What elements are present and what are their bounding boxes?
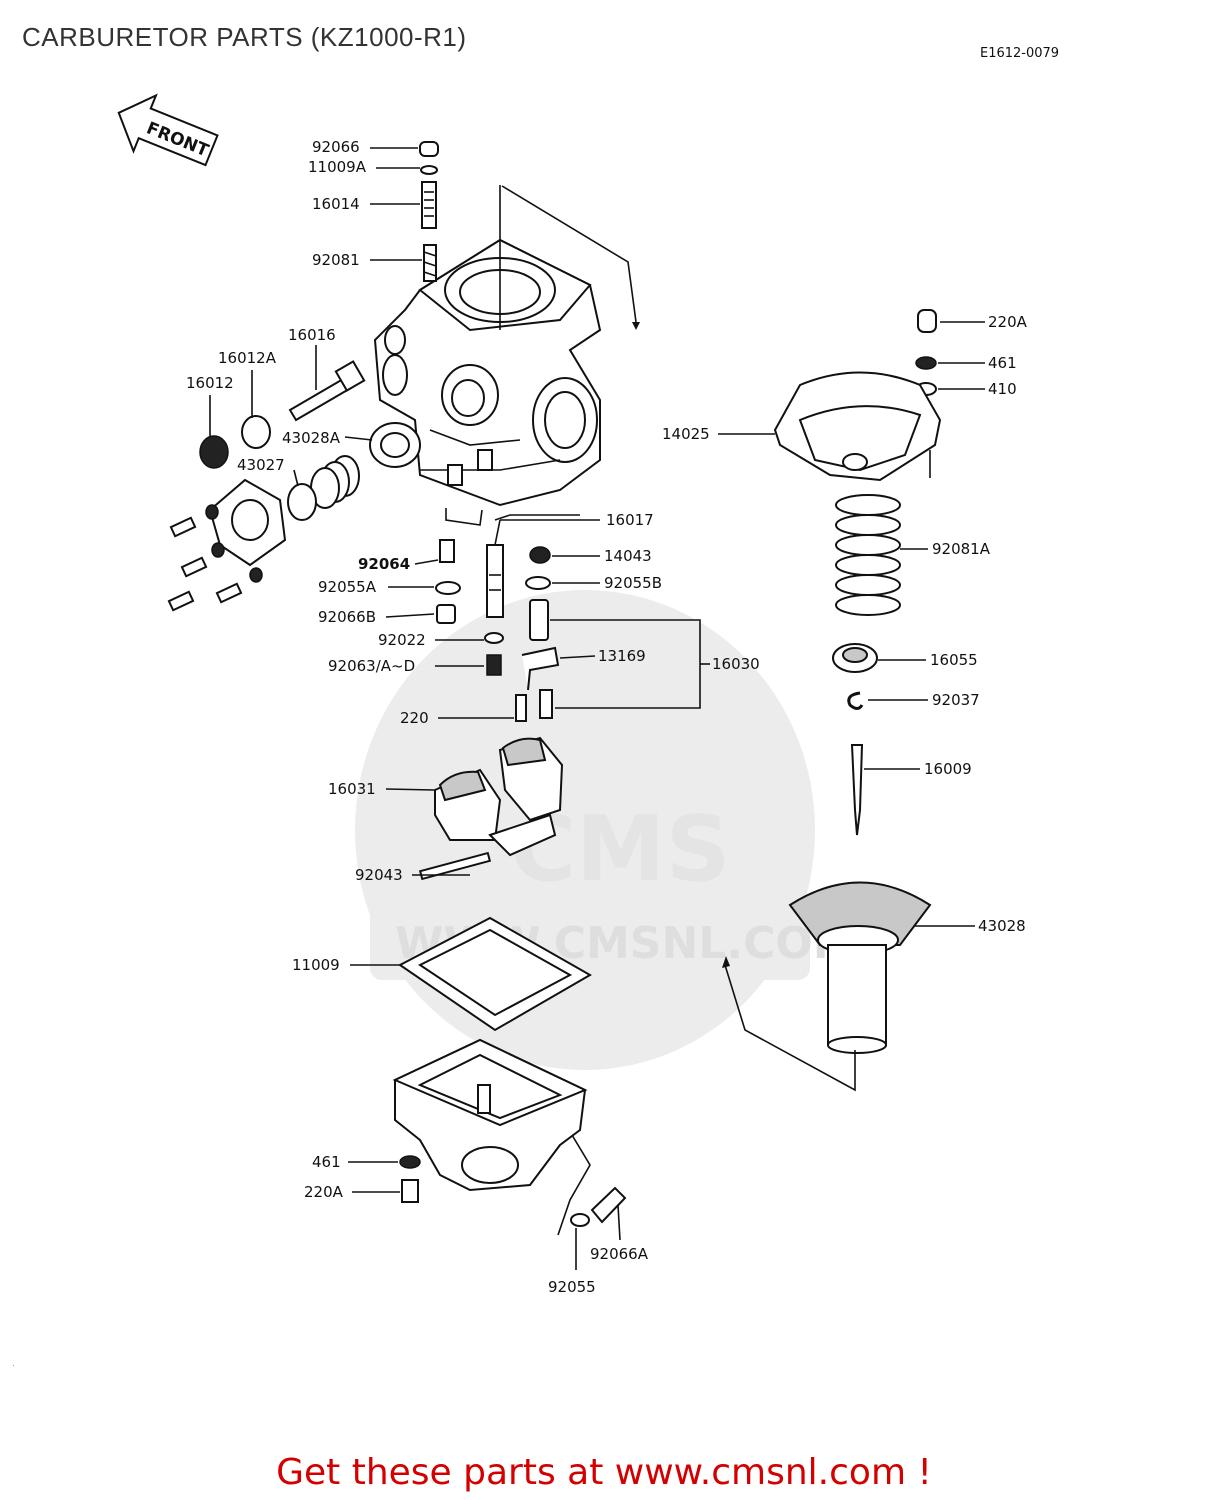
part-16012A-screw xyxy=(241,415,271,449)
part-92055B-oring xyxy=(525,576,551,590)
label-11009A: 11009A xyxy=(308,158,367,176)
label-16012: 16012 xyxy=(186,374,234,392)
part-461-washer-b xyxy=(399,1155,421,1169)
part-92066A-plug xyxy=(590,1186,627,1224)
part-16031-float xyxy=(434,736,564,857)
part-92063-jet xyxy=(486,654,502,676)
label-16012A: 16012A xyxy=(218,349,277,367)
label-14025: 14025 xyxy=(662,425,710,443)
part-92037-clip xyxy=(847,691,864,710)
part-14025-top-cover xyxy=(773,371,942,482)
label-92066: 92066 xyxy=(312,138,360,156)
part-92064-jet xyxy=(439,539,455,563)
part-11009A-oring xyxy=(420,165,438,175)
drain-ref-line xyxy=(557,1134,591,1236)
label-220A-bottom: 220A xyxy=(304,1183,344,1201)
part-needle-valve-seat xyxy=(529,599,549,641)
label-92081: 92081 xyxy=(312,251,360,269)
part-43027-ring xyxy=(287,483,317,521)
page-title: CARBURETOR PARTS (KZ1000-R1) xyxy=(22,22,467,52)
part-16014-screw xyxy=(421,181,437,229)
part-92055A-oring xyxy=(435,581,461,595)
label-92055B: 92055B xyxy=(604,574,662,592)
label-92055: 92055 xyxy=(548,1278,596,1296)
float-bowl xyxy=(392,1038,588,1192)
part-92066-cap xyxy=(419,141,439,157)
part-16009-needle xyxy=(850,744,864,836)
ref-line-jet xyxy=(494,514,580,521)
label-220A: 220A xyxy=(988,313,1028,331)
label-16017: 16017 xyxy=(606,511,654,529)
ref-line-arrow xyxy=(501,185,637,323)
label-92064: 92064 xyxy=(358,555,410,573)
part-220A-screw xyxy=(917,309,937,333)
leader-lines xyxy=(209,147,985,1270)
label-14043: 14043 xyxy=(604,547,652,565)
label-461: 461 xyxy=(988,354,1017,372)
label-16014: 16014 xyxy=(312,195,360,213)
front-arrow-badge: FRONT xyxy=(117,93,219,167)
part-float-needle xyxy=(539,689,553,719)
label-16030: 16030 xyxy=(712,655,760,673)
carburetor-body xyxy=(373,238,602,507)
part-14043-jet xyxy=(529,546,551,564)
label-43028A: 43028A xyxy=(282,429,341,447)
part-43028-diaphragm-piston xyxy=(788,881,932,1054)
label-16031: 16031 xyxy=(328,780,376,798)
piston-ref-arrowhead xyxy=(722,956,730,968)
part-92022-washer xyxy=(484,632,504,644)
piston-ref-line xyxy=(724,964,856,1092)
label-16009: 16009 xyxy=(924,760,972,778)
part-13169-clip xyxy=(521,646,560,691)
label-92037: 92037 xyxy=(932,691,980,709)
part-220A-screw-b xyxy=(401,1179,419,1203)
diagram-code: E1612-0079 xyxy=(980,46,1060,61)
label-92063: 92063/A~D xyxy=(328,657,415,675)
label-461-bottom: 461 xyxy=(312,1153,341,1171)
label-220: 220 xyxy=(400,709,429,727)
label-92043: 92043 xyxy=(355,866,403,884)
label-92022: 92022 xyxy=(378,631,426,649)
label-92055A: 92055A xyxy=(318,578,377,596)
label-43027: 43027 xyxy=(237,456,285,474)
ref-arrowhead xyxy=(632,322,640,330)
ref-line-bottom xyxy=(445,508,483,526)
label-92081A: 92081A xyxy=(932,540,991,558)
label-92066A: 92066A xyxy=(590,1245,649,1263)
part-220-screw xyxy=(515,694,527,722)
label-16055: 16055 xyxy=(930,651,978,669)
label-13169: 13169 xyxy=(598,647,646,665)
part-92081-spring xyxy=(423,244,437,282)
cover-screws xyxy=(167,504,263,612)
part-461-washer xyxy=(915,356,937,370)
part-labels: 92066 11009A 16014 92081 16016 16012A 16… xyxy=(186,138,1028,1296)
footer-promo-link[interactable]: Get these parts at www.cmsnl.com ! xyxy=(276,1452,932,1493)
part-16017-tube xyxy=(486,544,504,618)
stray-dot: . xyxy=(12,1358,15,1369)
part-92055-oring xyxy=(570,1213,590,1227)
label-92066B: 92066B xyxy=(318,608,376,626)
label-11009: 11009 xyxy=(292,956,340,974)
part-spring-43027 xyxy=(310,455,360,509)
part-11009-gasket xyxy=(398,916,593,1032)
part-16012-screw xyxy=(199,435,229,469)
part-92066B-plug xyxy=(436,604,456,624)
label-16016: 16016 xyxy=(288,326,336,344)
part-92081A-spring xyxy=(835,494,901,616)
label-410: 410 xyxy=(988,380,1017,398)
label-43028: 43028 xyxy=(978,917,1026,935)
